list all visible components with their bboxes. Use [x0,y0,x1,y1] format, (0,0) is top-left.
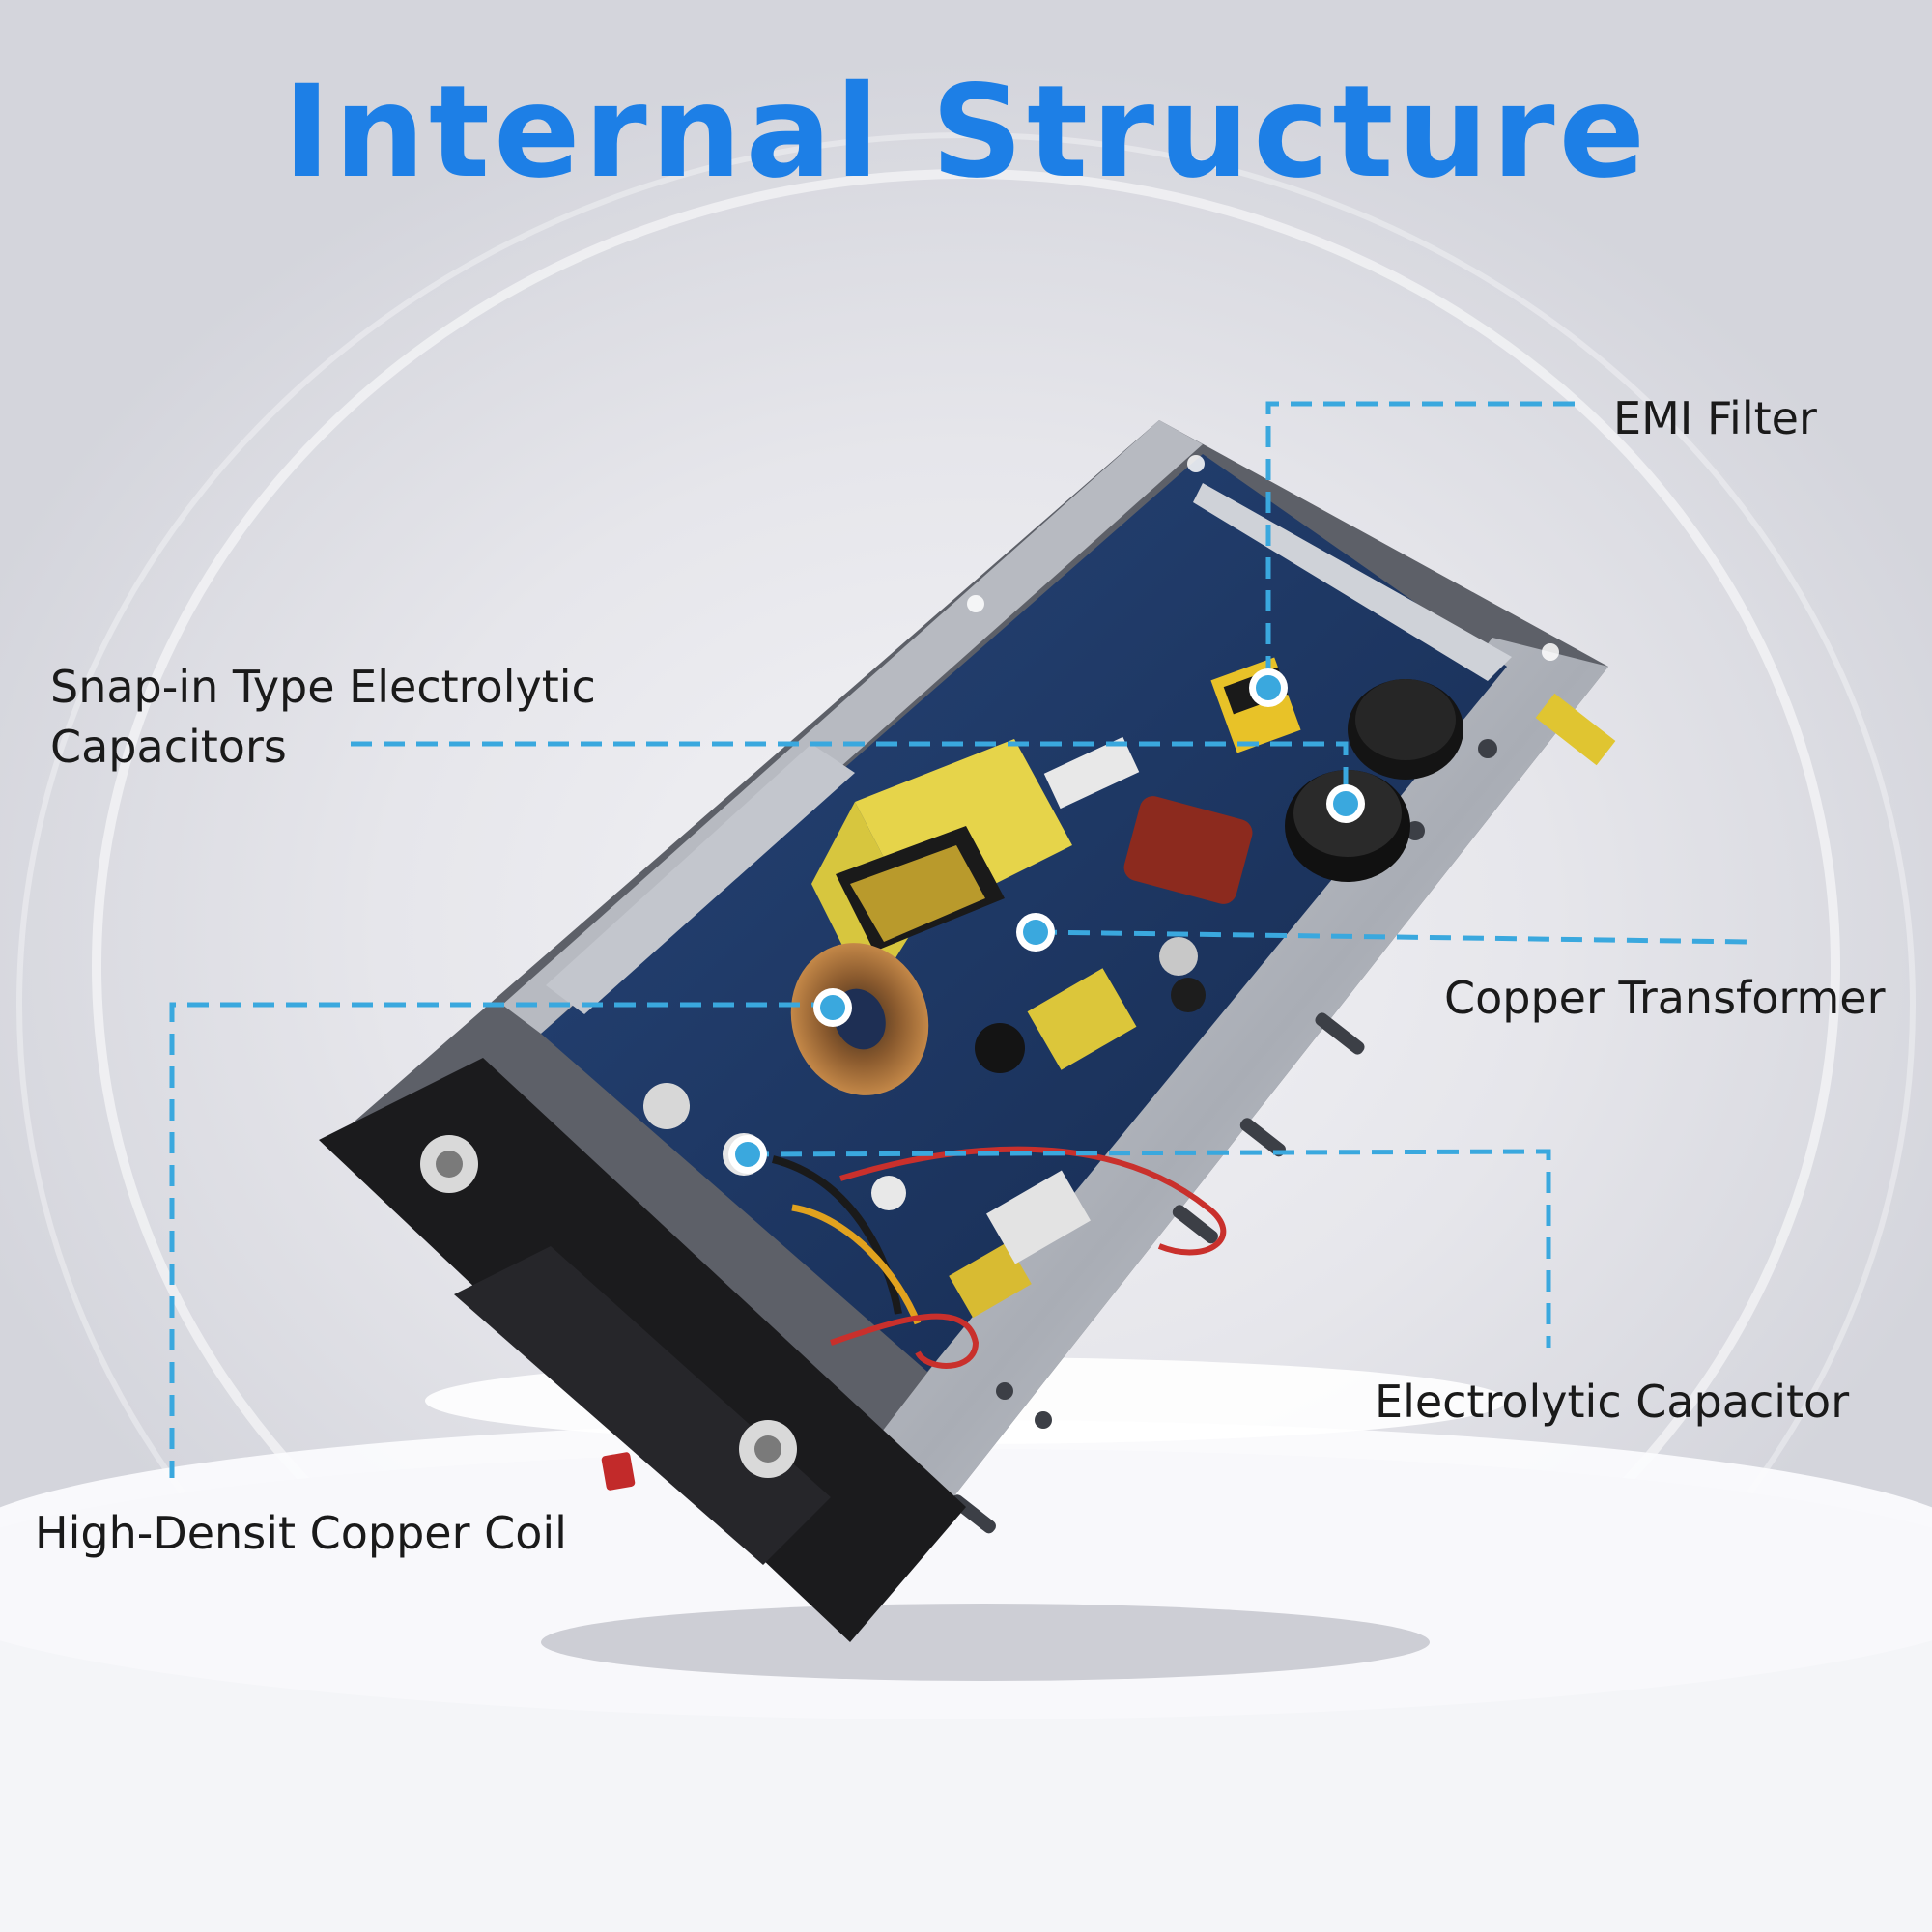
film-capacitor [1123,796,1253,904]
label-emi-filter: EMI Filter [1613,392,1817,444]
page-title: Internal Structure [282,58,1650,207]
heatsink-left [546,744,855,1014]
callout-line-emi-filter [1265,401,1575,688]
label-snap-in-line-2: Capacitors [50,721,287,773]
product-shadow [541,1604,1430,1681]
power-switch [601,1452,636,1491]
callout-line-copper-coil [169,1002,833,1478]
label-snap-in-line-1: Snap-in Type Electrolytic [50,661,596,713]
callout-line-snap-in [351,741,1349,804]
label-snap-in-capacitors: Snap-in Type Electrolytic Capacitors [50,657,596,777]
heatsink-top [1193,483,1512,681]
callout-line-electrolytic [747,1149,1551,1348]
label-copper-coil: High-Densit Copper Coil [35,1507,567,1559]
chassis-side-wall [802,638,1608,1604]
callout-line-copper-transformer [1035,929,1751,945]
label-electrolytic-capacitor: Electrolytic Capacitor [1375,1376,1850,1428]
copper-transformer-component [811,736,1140,1000]
label-copper-transformer: Copper Transformer [1444,972,1886,1024]
